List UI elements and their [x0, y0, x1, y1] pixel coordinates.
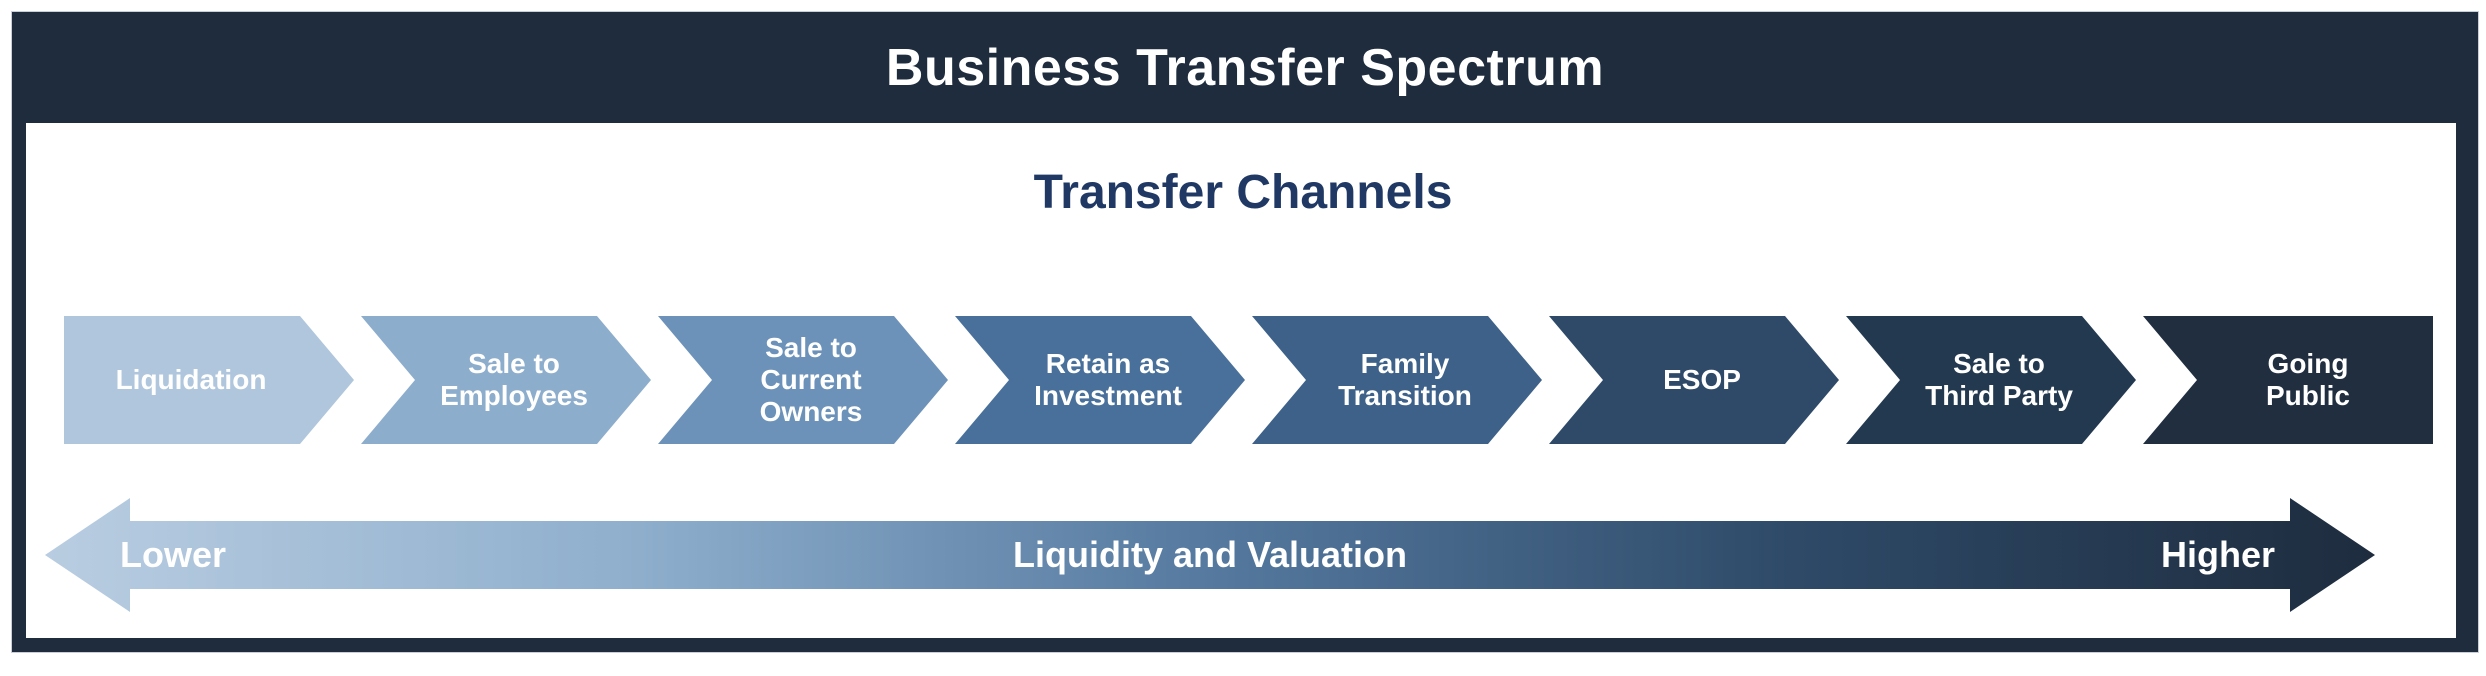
subtitle: Transfer Channels — [1033, 166, 1453, 219]
channel-label: Sale to Current Owners — [759, 332, 863, 427]
channel-label: Family Transition — [1338, 348, 1472, 411]
axis-label-lower: Lower — [120, 534, 227, 575]
channel-label: ESOP — [1663, 364, 1741, 396]
channel-label: Liquidation — [115, 364, 267, 396]
channel-retain-as-investment: Retain as Investment — [955, 316, 1245, 444]
header-band: Business Transfer Spectrum — [12, 12, 2478, 123]
channel-sale-to-current-owners: Sale to Current Owners — [658, 316, 948, 444]
channel-going-public: Going Public — [2143, 316, 2433, 444]
channel-label: Sale to Third Party — [1925, 348, 2073, 411]
channel-family-transition: Family Transition — [1252, 316, 1542, 444]
axis-label-center: Liquidity and Valuation — [1012, 534, 1407, 575]
channel-sale-to-employees: Sale to Employees — [361, 316, 651, 444]
channel-esop: ESOP — [1549, 316, 1839, 444]
transfer-channels-row: Liquidation Sale to Employees Sale to Cu… — [64, 316, 2433, 444]
axis-label-higher: Higher — [2160, 534, 2275, 575]
liquidity-valuation-axis: Lower Liquidity and Valuation Higher — [45, 498, 2375, 612]
channel-liquidation: Liquidation — [64, 316, 354, 444]
page-title: Business Transfer Spectrum — [885, 38, 1605, 97]
channel-label: Going Public — [2265, 348, 2350, 411]
channel-sale-to-third-party: Sale to Third Party — [1846, 316, 2136, 444]
channel-label: Retain as Investment — [1034, 348, 1182, 411]
channel-label: Sale to Employees — [440, 348, 588, 411]
